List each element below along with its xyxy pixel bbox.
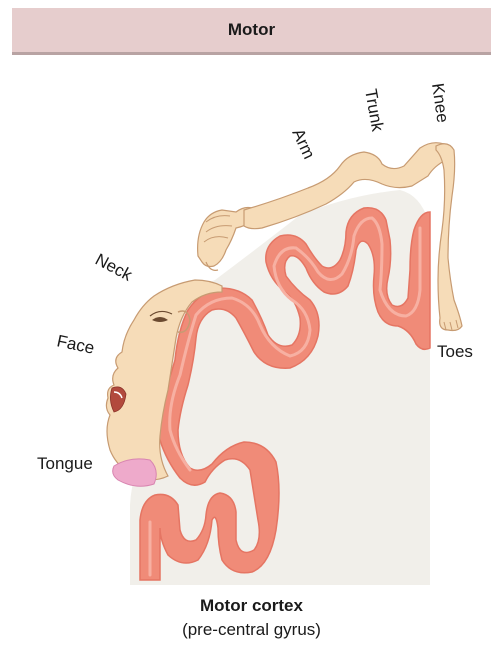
leg-shape [436, 144, 462, 331]
label-arm: Arm [288, 126, 318, 162]
label-neck: Neck [92, 250, 136, 285]
caption-subtitle: (pre-central gyrus) [0, 620, 503, 640]
tongue-shape [113, 459, 157, 486]
label-toes: Toes [437, 342, 473, 361]
label-trunk: Trunk [361, 87, 387, 133]
label-tongue: Tongue [37, 454, 93, 473]
label-face: Face [55, 331, 96, 357]
label-knee: Knee [428, 82, 452, 124]
caption-title: Motor cortex [0, 596, 503, 616]
